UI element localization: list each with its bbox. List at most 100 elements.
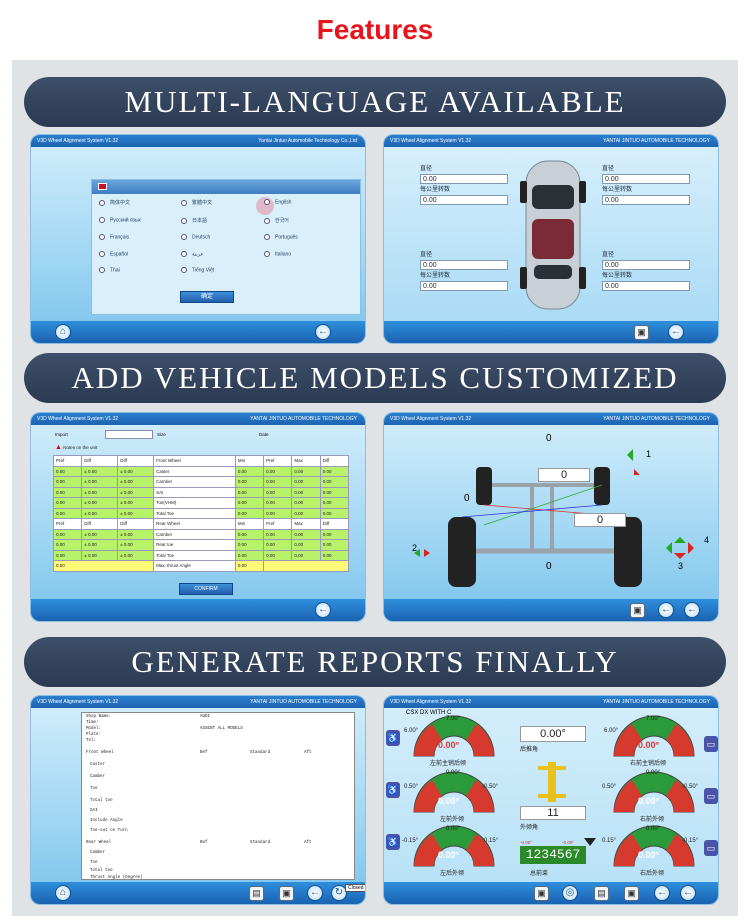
min-cell[interactable]: 0.00 [234,497,265,509]
back-icon[interactable]: ← [668,324,684,340]
diff-cell[interactable]: ± 0.00 [81,507,119,519]
thrust-pref-cell[interactable]: 0.00 [52,560,155,572]
pref-cell[interactable]: 0.00 [263,497,293,509]
lang-option[interactable]: Pусский язык [99,217,141,223]
thrust-cell[interactable] [263,560,349,572]
home-icon[interactable]: ⌂ [55,324,71,340]
max-cell[interactable]: 0.00 [291,507,321,519]
back-icon[interactable]: ← [654,885,670,901]
lang-option[interactable]: 한국어 [264,217,289,224]
refresh-icon[interactable]: ↻ [331,885,347,901]
lang-option[interactable]: 日本語 [181,217,207,224]
diameter-field[interactable]: 0.00 [420,260,508,270]
min-cell[interactable]: 0.00 [234,486,265,498]
lang-option[interactable]: 繁體中文 [181,199,212,206]
diameter-field[interactable]: 0.00 [602,174,690,184]
diff-cell[interactable]: 0.00 [319,549,350,561]
pref-cell[interactable]: 0.00 [263,476,293,488]
adjust-icon[interactable]: ♿ [386,834,400,850]
lang-option[interactable]: Tiếng Việt [181,267,214,273]
pref-cell[interactable]: 0.00 [52,486,83,498]
max-cell[interactable]: 0.00 [291,528,321,540]
diameter-field[interactable]: 0.00 [602,260,690,270]
diff-cell[interactable]: ± 0.00 [117,465,155,477]
diff-cell[interactable]: ± 0.00 [117,528,155,540]
printer-icon[interactable]: ▣ [624,886,639,901]
thrust-min-cell[interactable]: 0.00 [234,560,265,572]
diff-cell[interactable]: 0.00 [319,507,350,519]
diff-cell[interactable]: ± 0.00 [81,497,119,509]
diff-cell[interactable]: ± 0.00 [81,549,119,561]
lang-option[interactable]: Español [99,251,128,257]
pref-cell[interactable]: 0.00 [263,486,293,498]
back-icon[interactable]: ← [315,324,331,340]
lang-option[interactable]: 简体中文 [99,199,130,206]
back-icon[interactable]: ← [307,885,323,901]
min-cell[interactable]: 0.00 [234,476,265,488]
lang-option[interactable]: Português [264,234,298,240]
diameter-field[interactable]: 0.00 [420,174,508,184]
pref-cell[interactable]: 0.00 [52,465,83,477]
printer-icon[interactable]: ▣ [634,325,649,340]
min-cell[interactable]: 0.00 [234,549,265,561]
back-icon[interactable]: ← [680,885,696,901]
pref-cell[interactable]: 0.00 [263,549,293,561]
confirm-button[interactable]: CONFIRM [179,583,233,595]
back-icon[interactable]: ← [658,602,674,618]
printer-icon[interactable]: ▣ [630,603,645,618]
ok-button[interactable]: 确定 [180,291,234,303]
adjust-icon[interactable]: ♿ [386,782,400,798]
printer-icon[interactable]: ▤ [249,886,264,901]
min-cell[interactable]: 0.00 [234,507,265,519]
diff-cell[interactable]: ± 0.00 [117,539,155,551]
pref-cell[interactable]: 0.00 [52,528,83,540]
diff-cell[interactable]: ± 0.00 [81,528,119,540]
diff-cell[interactable]: ± 0.00 [117,486,155,498]
diff-cell[interactable]: 0.00 [319,497,350,509]
side-tab-icon[interactable]: ▭ [704,840,718,856]
diff-cell[interactable]: 0.00 [319,476,350,488]
lang-option[interactable]: Thai [99,267,120,273]
adjust-icon[interactable]: ♿ [386,730,400,746]
min-cell[interactable]: 0.00 [234,465,265,477]
side-tab-icon[interactable]: ▭ [704,736,718,752]
diff-cell[interactable]: ± 0.00 [117,476,155,488]
rev-per-km-field[interactable]: 0.00 [602,195,690,205]
lang-option[interactable]: عربية [181,251,203,257]
back-icon[interactable]: ← [684,602,700,618]
max-cell[interactable]: 0.00 [291,465,321,477]
min-cell[interactable]: 0.00 [234,539,265,551]
home-icon[interactable]: ⌂ [55,885,71,901]
min-cell[interactable]: 0.00 [234,528,265,540]
diff-cell[interactable]: ± 0.00 [81,465,119,477]
side-tab-icon[interactable]: ▭ [704,788,718,804]
pref-cell[interactable]: 0.00 [52,539,83,551]
car-icon[interactable]: ▣ [534,886,549,901]
diff-cell[interactable]: 0.00 [319,465,350,477]
pref-cell[interactable]: 0.00 [263,465,293,477]
lang-option[interactable]: Deutsch [181,234,210,240]
rev-per-km-field[interactable]: 0.00 [602,281,690,291]
print-preview-icon[interactable]: ▣ [279,886,294,901]
max-cell[interactable]: 0.00 [291,549,321,561]
rev-per-km-field[interactable]: 0.00 [420,195,508,205]
lang-option[interactable]: Français [99,234,129,240]
back-icon[interactable]: ← [315,602,331,618]
max-cell[interactable]: 0.00 [291,497,321,509]
pref-cell[interactable]: 0.00 [52,549,83,561]
diff-cell[interactable]: ± 0.00 [81,539,119,551]
lang-option[interactable]: Italiano [264,251,291,257]
diff-cell[interactable]: ± 0.00 [117,497,155,509]
pref-cell[interactable]: 0.00 [52,507,83,519]
steering-wheel-icon[interactable]: ◎ [562,885,578,901]
lang-option[interactable]: English [264,199,291,205]
diff-cell[interactable]: ± 0.00 [81,486,119,498]
pref-cell[interactable]: 0.00 [263,528,293,540]
rev-per-km-field[interactable]: 0.00 [420,281,508,291]
import-dropdown[interactable] [105,430,153,439]
diff-cell[interactable]: 0.00 [319,528,350,540]
pref-cell[interactable]: 0.00 [263,507,293,519]
max-cell[interactable]: 0.00 [291,539,321,551]
max-cell[interactable]: 0.00 [291,476,321,488]
tools-icon[interactable]: ▤ [594,886,609,901]
